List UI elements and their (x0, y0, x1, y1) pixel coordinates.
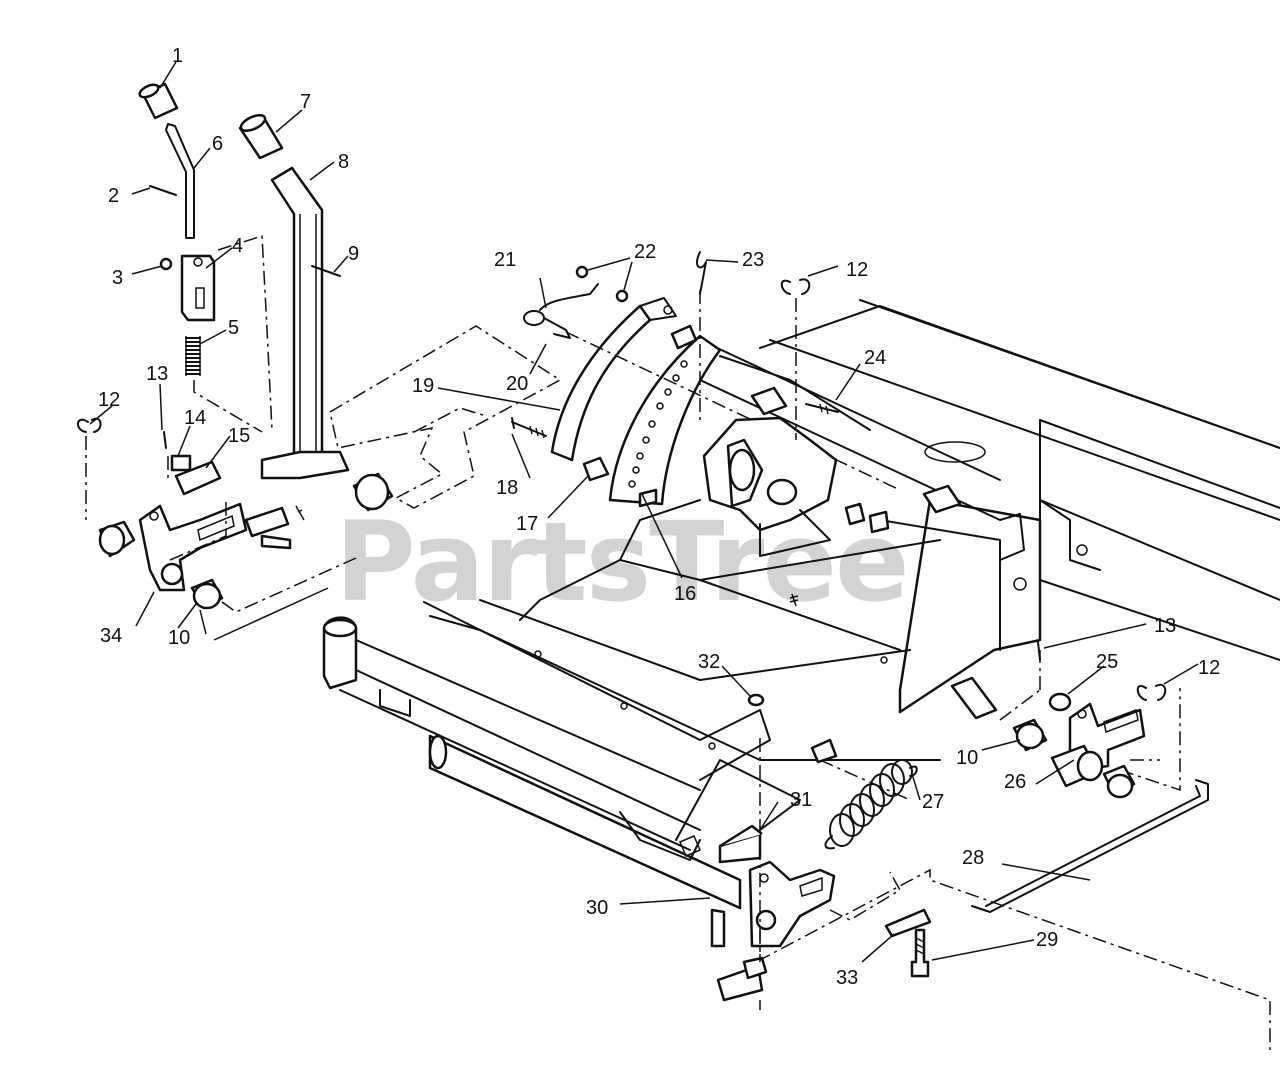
left-lever-assembly (77, 82, 394, 613)
quadrant-holes (628, 360, 688, 488)
part-32-nut[interactable] (747, 693, 765, 707)
part-14-pin[interactable] (170, 454, 192, 472)
part-12-clip-right[interactable] (1136, 683, 1167, 701)
part-18-bolt[interactable] (511, 417, 547, 437)
part-19-quadrant[interactable] (550, 304, 652, 462)
callout-3[interactable]: 3 (112, 267, 123, 289)
callout-20[interactable]: 20 (506, 373, 528, 395)
callout-15[interactable]: 15 (228, 425, 250, 447)
watermark: PartsTree (335, 498, 908, 626)
part-13-pin-right[interactable] (1037, 641, 1041, 661)
part-5-spring[interactable] (185, 336, 201, 376)
callout-6[interactable]: 6 (212, 133, 223, 155)
part-29-bolt[interactable] (910, 928, 930, 978)
callout-34[interactable]: 34 (100, 625, 122, 647)
callout-28[interactable]: 28 (962, 847, 984, 869)
callout-13-left[interactable]: 13 (146, 363, 168, 385)
callout-33[interactable]: 33 (836, 967, 858, 989)
callout-19[interactable]: 19 (412, 375, 434, 397)
part-22-nut-b[interactable] (615, 289, 629, 303)
part-6-lever[interactable] (165, 123, 195, 239)
callout-18[interactable]: 18 (496, 477, 518, 499)
callout-25[interactable]: 25 (1096, 651, 1118, 673)
callout-2[interactable]: 2 (108, 185, 119, 207)
callout-5[interactable]: 5 (228, 317, 239, 339)
callout-13-right[interactable]: 13 (1154, 615, 1176, 637)
callout-1[interactable]: 1 (172, 45, 183, 67)
callout-9[interactable]: 9 (348, 243, 359, 265)
part-8-lever[interactable] (270, 166, 324, 462)
callout-30[interactable]: 30 (586, 897, 608, 919)
part-21-wire[interactable] (539, 283, 599, 311)
part-30-tube[interactable] (428, 734, 742, 910)
callout-12-top[interactable]: 12 (846, 259, 868, 281)
callout-7[interactable]: 7 (300, 91, 311, 113)
callout-12-right[interactable]: 12 (1198, 657, 1220, 679)
part-13-pin-left[interactable] (163, 431, 167, 449)
callout-10-left[interactable]: 10 (168, 627, 190, 649)
callout-4[interactable]: 4 (232, 235, 243, 257)
callout-22[interactable]: 22 (634, 241, 656, 263)
part-12-clip-left[interactable] (77, 417, 102, 433)
part-20-pin[interactable] (523, 310, 571, 339)
callout-32[interactable]: 32 (698, 651, 720, 673)
part-28-rod[interactable] (971, 779, 1209, 913)
part-33-plate[interactable] (884, 908, 932, 938)
part-2-bolt[interactable] (149, 185, 177, 196)
callout-10-right[interactable]: 10 (956, 747, 978, 769)
callout-16[interactable]: 16 (674, 583, 696, 605)
callout-21[interactable]: 21 (494, 249, 516, 271)
dash-outline-1 (329, 325, 562, 509)
part-16-plate[interactable] (608, 334, 722, 506)
callout-12-left[interactable]: 12 (98, 389, 120, 411)
part-23-hairpin[interactable] (696, 251, 707, 295)
callout-8[interactable]: 8 (338, 151, 349, 173)
part-7-grip[interactable] (238, 112, 284, 160)
callout-27[interactable]: 27 (922, 791, 944, 813)
part-27-spring[interactable] (824, 759, 918, 850)
part-24-bolt[interactable] (805, 403, 839, 413)
right-side-assembly (810, 641, 1209, 978)
part-22-nut-a[interactable] (575, 265, 589, 279)
callout-26[interactable]: 26 (1004, 771, 1026, 793)
callout-14[interactable]: 14 (184, 407, 206, 429)
callout-23[interactable]: 23 (742, 249, 764, 271)
part-1-grip[interactable] (138, 82, 179, 120)
callout-17[interactable]: 17 (516, 513, 538, 535)
part-25-washer[interactable] (1048, 692, 1072, 712)
callout-29[interactable]: 29 (1036, 929, 1058, 951)
main-frame (322, 299, 1280, 1050)
height-adjust-quadrant (511, 251, 901, 557)
callout-labels: 1 2 3 4 5 6 7 8 9 10 10 12 12 12 13 13 1… (98, 45, 1220, 989)
callout-24[interactable]: 24 (864, 347, 886, 369)
callout-31[interactable]: 31 (790, 789, 812, 811)
part-12-clip-top[interactable] (780, 278, 811, 295)
part-15-link[interactable] (174, 460, 222, 496)
part-3-nut[interactable] (159, 257, 173, 271)
leader-lines (89, 61, 1199, 963)
part-9-bolt[interactable] (311, 265, 341, 277)
